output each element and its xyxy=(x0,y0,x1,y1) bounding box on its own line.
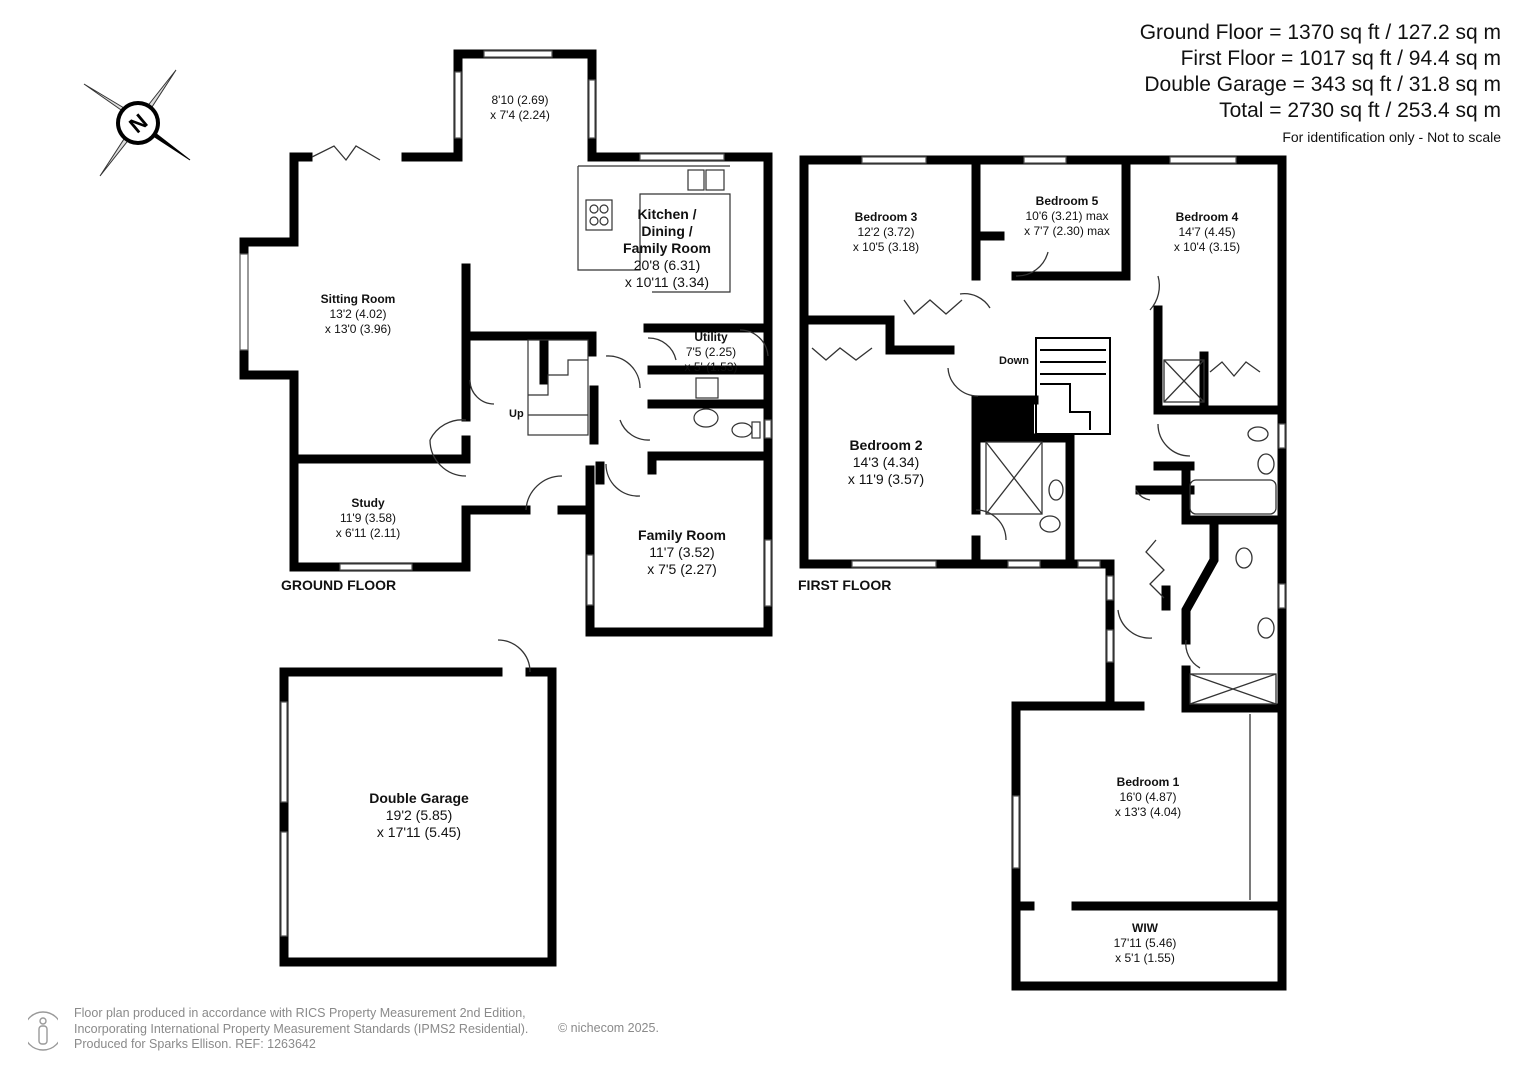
room-bay-dim1: 8'10 (2.69) xyxy=(491,93,549,107)
room-utility-dim1: 7'5 (2.25) xyxy=(685,345,737,359)
footer-line1: Floor plan produced in accordance with R… xyxy=(74,1006,526,1020)
ground-floor-label: GROUND FLOOR xyxy=(281,577,397,593)
room-bed4: Bedroom 4 14'7 (4.45) x 10'4 (3.15) xyxy=(1174,210,1240,255)
room-wiw: WIW 17'11 (5.46) x 5'1 (1.55) xyxy=(1114,921,1177,966)
room-sitting-name: Sitting Room xyxy=(320,292,396,306)
room-kitchen-name1: Kitchen / xyxy=(637,206,697,222)
room-sitting-dim1: 13'2 (4.02) xyxy=(329,307,387,321)
room-garage-dim1: 19'2 (5.85) xyxy=(385,807,453,823)
room-bed2-dim1: 14'3 (4.34) xyxy=(852,454,920,470)
room-bed1: Bedroom 1 16'0 (4.87) x 13'3 (4.04) xyxy=(1115,775,1181,820)
footer-line3: Produced for Sparks Ellison. REF: 126364… xyxy=(74,1037,316,1051)
room-bed2: Bedroom 2 14'3 (4.34) x 11'9 (3.57) xyxy=(848,437,924,488)
footer-text: Floor plan produced in accordance with R… xyxy=(74,1006,659,1053)
room-bed4-dim1: 14'7 (4.45) xyxy=(1178,225,1236,239)
person-icon xyxy=(28,1011,58,1051)
room-bed5-dim1: 10'6 (3.21) max xyxy=(1025,209,1109,223)
first-floor-label: FIRST FLOOR xyxy=(798,577,892,593)
room-wiw-dim2: x 5'1 (1.55) xyxy=(1115,951,1175,965)
room-bed5: Bedroom 5 10'6 (3.21) max x 7'7 (2.30) m… xyxy=(1024,194,1110,239)
room-study-dim1: 11'9 (3.58) xyxy=(339,511,397,525)
room-bed3: Bedroom 3 12'2 (3.72) x 10'5 (3.18) xyxy=(853,210,919,255)
stairs-down-label: Down xyxy=(999,355,1029,367)
first-doors xyxy=(811,251,1277,900)
room-study-dim2: x 6'11 (2.11) xyxy=(335,526,401,540)
room-family-dim2: x 7'5 (2.27) xyxy=(647,561,717,577)
room-family-dim1: 11'7 (3.52) xyxy=(649,544,715,560)
room-kitchen: Kitchen / Dining / Family Room 20'8 (6.3… xyxy=(623,206,711,291)
summary-total: Total = 2730 sq ft / 253.4 sq m xyxy=(1219,99,1501,122)
room-bed2-name: Bedroom 2 xyxy=(849,437,923,453)
room-kitchen-dim1: 20'8 (6.31) xyxy=(633,257,701,273)
first-floor-walls xyxy=(799,155,1287,991)
summary-first-floor: First Floor = 1017 sq ft / 94.4 sq m xyxy=(1180,47,1501,70)
ground-windows xyxy=(239,50,772,937)
room-sitting: Sitting Room 13'2 (4.02) x 13'0 (3.96) xyxy=(321,292,396,337)
room-bed1-dim1: 16'0 (4.87) xyxy=(1119,790,1177,804)
room-garage-dim2: x 17'11 (5.45) xyxy=(376,824,462,840)
room-utility: Utility 7'5 (2.25) x 5' (1.53) xyxy=(685,330,738,375)
stair-void xyxy=(980,400,1034,436)
room-bed3-name: Bedroom 3 xyxy=(854,210,918,224)
first-stairs xyxy=(1035,337,1111,435)
room-kitchen-name3: Family Room xyxy=(623,240,711,256)
room-bed2-dim2: x 11'9 (3.57) xyxy=(847,471,925,487)
summary-double-garage: Double Garage = 343 sq ft / 31.8 sq m xyxy=(1144,73,1501,96)
summary-note: For identification only - Not to scale xyxy=(1282,129,1501,145)
room-study-name: Study xyxy=(351,496,385,510)
room-wiw-name: WIW xyxy=(1132,921,1158,935)
room-bed4-dim2: x 10'4 (3.15) xyxy=(1173,240,1241,254)
room-bed3-dim1: 12'2 (3.72) xyxy=(857,225,915,239)
room-bed4-name: Bedroom 4 xyxy=(1175,210,1239,224)
room-garage: Double Garage 19'2 (5.85) x 17'11 (5.45) xyxy=(369,790,469,841)
room-family-name: Family Room xyxy=(638,527,726,543)
room-bay-dim2: x 7'4 (2.24) xyxy=(490,108,550,122)
footer-line2: Incorporating International Property Mea… xyxy=(74,1021,529,1036)
ground-fixtures xyxy=(527,165,761,439)
room-bed1-name: Bedroom 1 xyxy=(1116,775,1180,789)
room-sitting-dim2: x 13'0 (3.96) xyxy=(324,322,392,336)
room-wiw-dim1: 17'11 (5.46) xyxy=(1113,936,1177,950)
room-kitchen-name2: Dining / xyxy=(641,223,693,239)
room-utility-name: Utility xyxy=(694,330,728,344)
compass-icon: N xyxy=(83,69,191,177)
ground-doors xyxy=(311,145,769,673)
first-windows xyxy=(851,156,1286,869)
room-kitchen-dim2: x 10'11 (3.34) xyxy=(624,274,710,290)
room-family: Family Room 11'7 (3.52) x 7'5 (2.27) xyxy=(638,527,726,578)
room-garage-name: Double Garage xyxy=(369,790,469,806)
ground-floor-walls xyxy=(239,49,773,967)
area-summary: Ground Floor = 1370 sq ft / 127.2 sq m F… xyxy=(1140,20,1501,145)
summary-ground-floor: Ground Floor = 1370 sq ft / 127.2 sq m xyxy=(1139,21,1501,44)
room-bed3-dim2: x 10'5 (3.18) xyxy=(852,240,920,254)
room-bed5-name: Bedroom 5 xyxy=(1035,194,1099,208)
room-study: Study 11'9 (3.58) x 6'11 (2.11) xyxy=(336,496,401,541)
footer-copyright: © nichecom 2025. xyxy=(558,1021,659,1035)
room-utility-dim2: x 5' (1.53) xyxy=(684,360,738,374)
stairs-up-label: Up xyxy=(509,408,524,420)
room-bay: 8'10 (2.69) x 7'4 (2.24) xyxy=(490,93,550,123)
room-bed1-dim2: x 13'3 (4.04) xyxy=(1114,805,1182,819)
room-bed5-dim2: x 7'7 (2.30) max xyxy=(1024,224,1110,238)
